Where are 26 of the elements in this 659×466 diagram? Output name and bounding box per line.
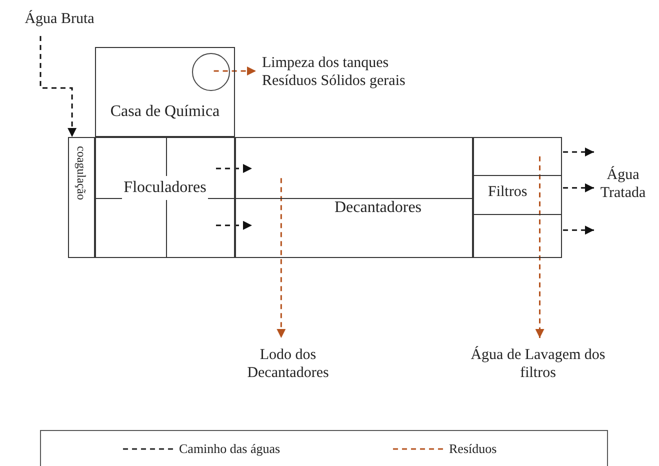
text-label: Água Bruta xyxy=(24,10,94,28)
box-title: Floculadores xyxy=(122,176,208,200)
box-title: coagulação xyxy=(76,146,88,200)
legend-label: Caminho das águas xyxy=(179,440,280,458)
arrow xyxy=(563,183,594,192)
text-label: Água Tratada xyxy=(599,166,647,202)
arrow xyxy=(216,220,252,230)
arrow xyxy=(216,164,252,173)
box-title: Casa de Química xyxy=(110,102,220,122)
process-box xyxy=(68,137,95,258)
box-title: Filtros xyxy=(488,184,528,200)
process-box xyxy=(235,137,473,258)
text-label: Lodo dos Decantadores xyxy=(246,346,330,382)
arrow xyxy=(563,148,594,156)
process-box xyxy=(95,137,235,258)
process-box xyxy=(473,137,562,258)
arrow xyxy=(214,66,256,76)
arrow xyxy=(563,226,594,235)
arrow xyxy=(535,156,544,338)
box-title: Decantadores xyxy=(334,198,422,218)
arrow xyxy=(276,178,286,338)
text-label: Água de Lavagem dos filtros xyxy=(470,346,606,382)
process-box xyxy=(95,47,235,137)
text-label: Limpeza dos tanques Resíduos Sólidos gerais xyxy=(262,54,406,90)
arrow xyxy=(40,36,77,137)
legend-label: Resíduos xyxy=(449,440,497,458)
